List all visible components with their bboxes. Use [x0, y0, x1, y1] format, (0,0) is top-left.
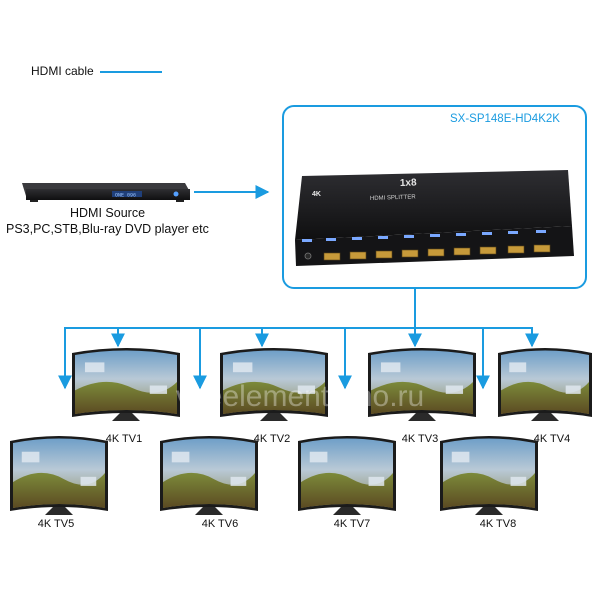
tv-stand — [45, 507, 73, 515]
tv-landscape — [501, 381, 589, 414]
splitter-model-label: SX-SP148E-HD4K2K — [450, 113, 560, 125]
tv-stand — [333, 507, 361, 515]
tv-label-3: 4K TV3 — [401, 433, 439, 445]
tv-inset — [445, 385, 464, 394]
tv-inset — [565, 385, 581, 394]
tv-inset — [149, 385, 168, 394]
tv-label-4: 4K TV4 — [533, 433, 571, 445]
tv-6 — [160, 436, 258, 515]
tv-stand — [195, 507, 223, 515]
tv-inset — [232, 362, 253, 373]
svg-text:1x8: 1x8 — [400, 177, 417, 189]
svg-text:4K: 4K — [312, 191, 321, 198]
tv-inset — [309, 451, 328, 463]
tv-2 — [220, 348, 328, 421]
tv-inset — [510, 476, 527, 486]
tv-label-2: 4K TV2 — [253, 433, 291, 445]
legend-label: HDMI cable — [31, 64, 94, 78]
tv-inset — [230, 476, 247, 486]
tv-inset — [297, 385, 316, 394]
tv-stand — [112, 413, 140, 421]
tv-label-1: 4K TV1 — [105, 433, 143, 445]
tv-inset — [21, 451, 40, 463]
tv-stand — [260, 413, 288, 421]
source-subtitle: PS3,PC,STB,Blu-ray DVD player etc — [6, 222, 209, 236]
tv-inset — [451, 451, 470, 463]
svg-text:HDMI SPLITTER: HDMI SPLITTER — [370, 194, 417, 202]
tv-7 — [298, 436, 396, 515]
tv-inset — [380, 362, 401, 373]
tv-label-8: 4K TV8 — [479, 518, 517, 530]
tv-inset — [509, 362, 527, 373]
splitter-frame — [282, 105, 587, 289]
tv-1 — [72, 348, 180, 421]
tv-group — [10, 348, 592, 515]
tv-3 — [368, 348, 476, 421]
tv-inset — [368, 476, 385, 486]
tv-label-5: 4K TV5 — [37, 518, 75, 530]
tv-inset — [171, 451, 190, 463]
splitter-device: 1x8 HDMI SPLITTER 4K — [295, 170, 574, 266]
svg-text:ONE 096: ONE 096 — [115, 193, 136, 199]
tv-landscape — [163, 472, 255, 508]
cable-arrows — [58, 328, 539, 390]
tv-inset — [80, 476, 97, 486]
tv-inset — [84, 362, 105, 373]
tv-landscape — [13, 472, 105, 508]
tv-landscape — [75, 381, 177, 414]
tv-landscape — [301, 472, 393, 508]
tv-stand — [475, 507, 503, 515]
tv-8 — [440, 436, 538, 515]
tv-landscape — [443, 472, 535, 508]
tv-landscape — [223, 381, 325, 414]
tv-stand — [531, 413, 559, 421]
tv-label-7: 4K TV7 — [333, 518, 371, 530]
hdmi-source-device: ONE 096 — [22, 183, 190, 202]
tv-landscape — [371, 381, 473, 414]
tv-5 — [10, 436, 108, 515]
watermark: vseelementarno.ru — [176, 380, 424, 413]
tv-label-6: 4K TV6 — [201, 518, 239, 530]
source-title: HDMI Source — [70, 206, 146, 220]
tv-4 — [498, 348, 592, 421]
legend-cable-line — [100, 71, 162, 73]
tv-stand — [408, 413, 436, 421]
